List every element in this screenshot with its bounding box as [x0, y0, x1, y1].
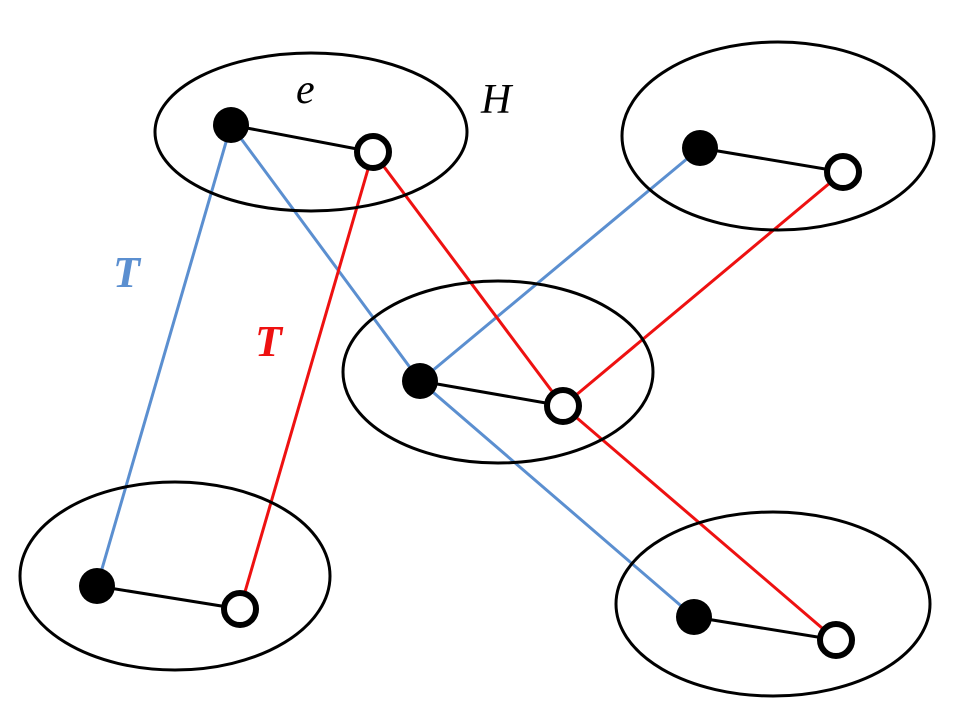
black-edge: [693, 615, 837, 642]
blue-edge-topleft-to-center: [229, 124, 422, 382]
group-center: [341, 279, 655, 465]
open-node: [221, 590, 259, 628]
group-bottom-right: [614, 510, 932, 698]
black-edge: [96, 584, 241, 611]
filled-node: [213, 107, 249, 143]
hyperedge-ellipse: [18, 480, 332, 672]
filled-node: [676, 599, 712, 635]
filled-node: [402, 363, 438, 399]
hyperedge-ellipse: [341, 279, 655, 465]
blue-edges: [95, 124, 701, 619]
red-edge-topleft-to-bottomleft: [238, 151, 375, 610]
black-edge: [419, 379, 564, 408]
edge-label-e: e: [296, 67, 315, 113]
group-top-left: [153, 51, 469, 213]
blue-edge-center-to-topright: [419, 146, 701, 383]
blue-edge-center-to-bottomright: [419, 379, 695, 619]
red-T-label: T: [255, 317, 284, 366]
black-edge: [699, 146, 844, 174]
group-top-right: [620, 40, 936, 232]
hyperedge-ellipse: [614, 510, 932, 698]
open-node: [544, 387, 582, 425]
hyperedge-ellipse: [153, 51, 469, 213]
filled-node: [79, 568, 115, 604]
hyperedge-ellipse: [620, 40, 936, 232]
open-node: [817, 621, 855, 659]
open-node: [824, 153, 862, 191]
open-node: [354, 133, 392, 171]
black-edge: [230, 123, 374, 154]
group-bottom-left: [18, 480, 332, 672]
red-edge-center-to-topright: [562, 170, 844, 408]
red-edge-topleft-to-center: [371, 151, 565, 407]
filled-node: [682, 130, 718, 166]
blue-edge-topleft-to-bottomleft: [95, 124, 233, 587]
blue-T-label: T: [113, 248, 142, 297]
hyperedge-label-H: H: [480, 77, 514, 123]
